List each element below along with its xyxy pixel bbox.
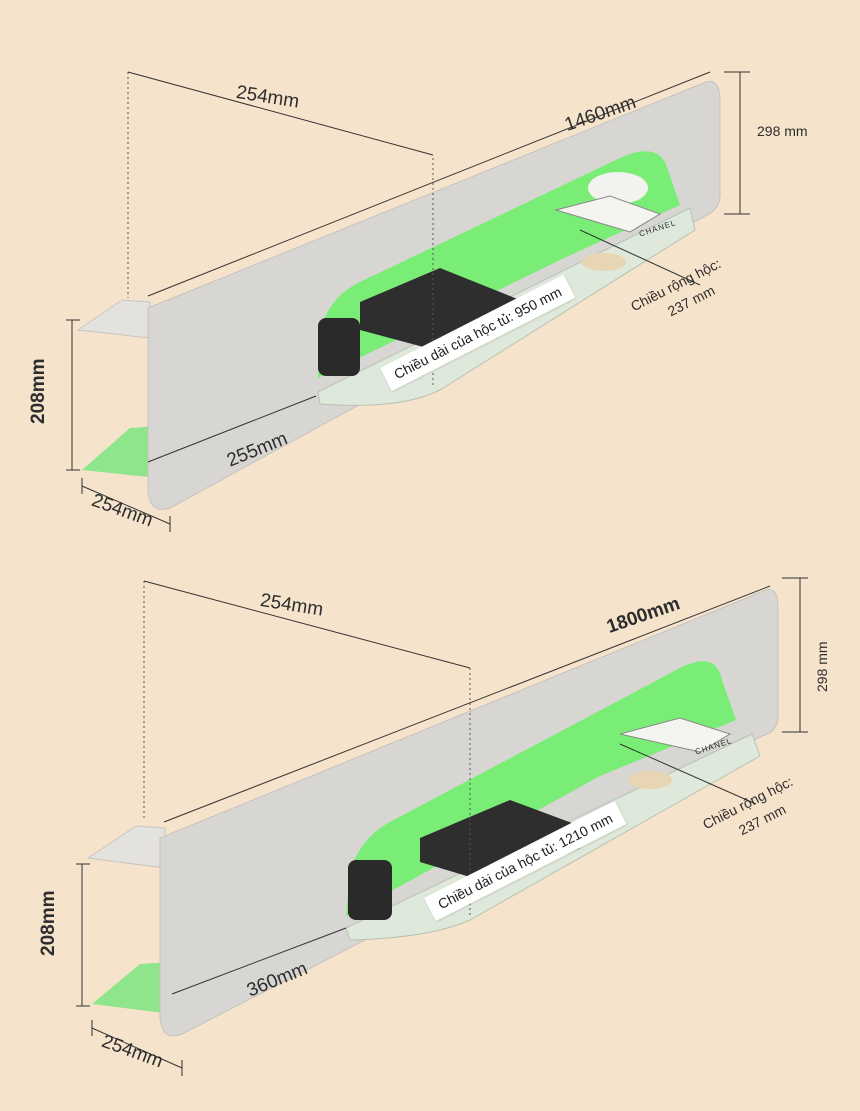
bottom-ledge (82, 426, 158, 478)
shelf-illustration (76, 577, 808, 1076)
dim-line-bottom-depth (81, 485, 171, 525)
dim-line-top-depth (127, 71, 434, 156)
game-controller (588, 172, 648, 204)
height-label: 298 mm (757, 123, 808, 139)
shelf-illustration (66, 71, 750, 532)
shelf-diagram-1800: 254mm 1800mm 298 mm 208mm 254mm 360mm Ch… (0, 556, 860, 1111)
bottom-ledge (92, 962, 172, 1014)
dim-line-side-offset (147, 395, 317, 463)
shelf-diagram-1460: 254mm 1460mm 298 mm 208mm 254mm 255mm Ch… (0, 0, 860, 555)
dim-line-bottom-depth (91, 1027, 183, 1069)
decor-bowl (628, 771, 672, 789)
dim-line-niche-width (619, 743, 757, 805)
top-ledge (86, 825, 166, 869)
dim-line-side-offset (171, 927, 347, 995)
dim-line-niche-width (579, 229, 701, 286)
shelf-gap-label: 208mm (38, 890, 59, 957)
shelf-gap-label: 208mm (28, 358, 49, 425)
camera (348, 860, 392, 920)
height-label: 298 mm (814, 641, 830, 692)
book-stack (619, 717, 732, 753)
camera (318, 318, 360, 376)
book-stack (554, 195, 662, 233)
dim-line-top-depth (143, 580, 471, 669)
dim-line-length (147, 71, 711, 297)
top-ledge (76, 299, 151, 339)
dim-line-length (163, 585, 771, 823)
decor-bowl (582, 253, 626, 271)
